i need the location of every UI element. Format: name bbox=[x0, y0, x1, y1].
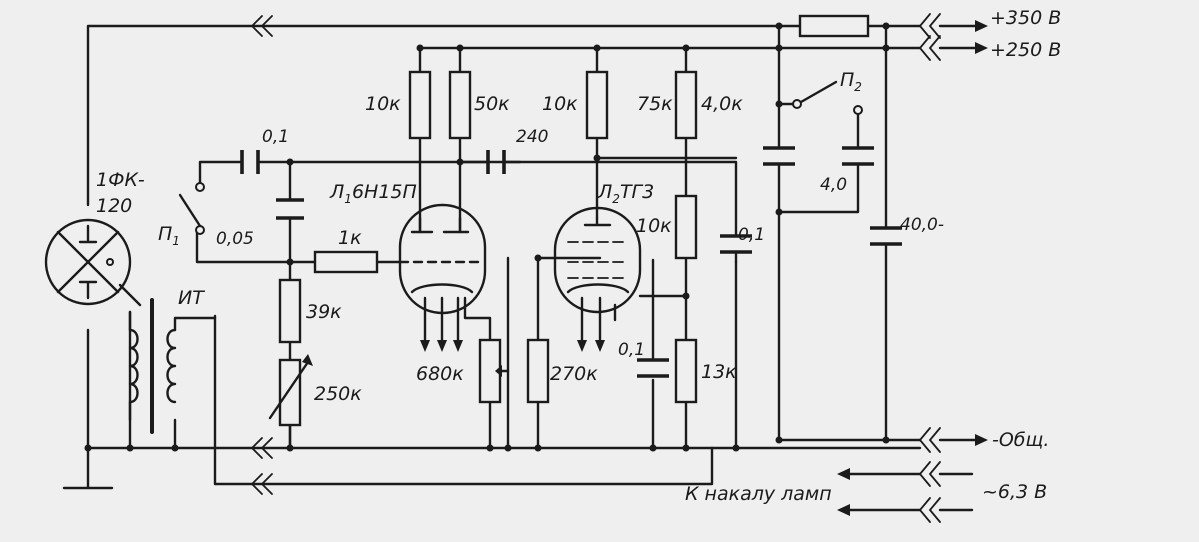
photocell-1fk120 bbox=[44, 218, 132, 306]
label-heater: К накалу ламп bbox=[685, 483, 832, 505]
capacitors bbox=[240, 146, 902, 378]
resistor-10k-c bbox=[674, 194, 698, 260]
label-350v: +350 В bbox=[990, 7, 1061, 29]
junctions bbox=[84, 22, 890, 452]
connector-common bbox=[777, 427, 988, 453]
label-c-01-screen: 0,1 bbox=[618, 340, 645, 360]
capacitor-005 bbox=[276, 198, 304, 220]
label-r-10k-c: 10к bbox=[636, 215, 672, 237]
capacitor-filter bbox=[763, 146, 795, 166]
connector-250 bbox=[918, 35, 988, 61]
label-photocell-name: 1ФК- bbox=[96, 169, 145, 191]
capacitor-240 bbox=[486, 150, 506, 174]
resistor-50k bbox=[448, 70, 472, 140]
resistor-75k bbox=[674, 70, 698, 140]
resistor-10k-a bbox=[408, 70, 432, 140]
wiring bbox=[62, 24, 922, 490]
label-c-01-coupling: 0,1 bbox=[738, 225, 765, 245]
capacitor-4 bbox=[842, 146, 874, 166]
resistor-13k bbox=[674, 338, 698, 404]
label-r-39k: 39к bbox=[306, 301, 342, 323]
resistor-250k-variable bbox=[278, 358, 302, 427]
label-tube1: Л16Н15П bbox=[329, 181, 417, 206]
connector-heater-a bbox=[837, 461, 974, 487]
resistor-270k bbox=[526, 338, 550, 404]
label-c-4: 4,0 bbox=[820, 175, 847, 195]
resistor-39k bbox=[278, 278, 302, 344]
label-switch2: П2 bbox=[840, 69, 862, 94]
label-r-50k: 50к bbox=[474, 93, 510, 115]
connectors bbox=[250, 13, 988, 523]
label-c-005: 0,05 bbox=[216, 229, 254, 249]
capacitor-40 bbox=[870, 226, 902, 246]
label-r-40k: 4,0к bbox=[701, 93, 743, 115]
label-250v: +250 В bbox=[990, 39, 1061, 61]
label-tube2: Л2ТГ3 bbox=[597, 181, 654, 206]
label-r-270k: 270к bbox=[550, 363, 598, 385]
label-c-40: 40,0- bbox=[900, 215, 944, 235]
switch-p1 bbox=[178, 182, 205, 235]
tube-l1 bbox=[398, 203, 487, 352]
capacitor-01-screen bbox=[637, 358, 669, 378]
label-common: -Общ. bbox=[992, 429, 1049, 451]
label-c-01-input: 0,1 bbox=[262, 127, 289, 147]
resistor-350-dropper bbox=[798, 14, 870, 38]
label-switch1: П1 bbox=[158, 223, 180, 248]
resistor-10k-b bbox=[585, 70, 609, 140]
resistor-1k bbox=[313, 250, 379, 274]
label-heater-voltage: ~6,3 В bbox=[982, 481, 1047, 503]
label-c-240: 240 bbox=[516, 127, 548, 147]
capacitor-01-input bbox=[240, 150, 260, 174]
label-photocell-num: 120 bbox=[96, 195, 132, 217]
labels: +350 В +250 В -Общ. К накалу ламп ~6,3 В… bbox=[96, 7, 1061, 505]
label-r-10k-b: 10к bbox=[542, 93, 578, 115]
label-r-10k-a: 10к bbox=[365, 93, 401, 115]
label-r-75k: 75к bbox=[637, 93, 673, 115]
resistors bbox=[268, 14, 870, 427]
label-r-250k: 250к bbox=[314, 383, 362, 405]
label-r-1k: 1к bbox=[338, 227, 362, 249]
input-transformer bbox=[118, 283, 177, 434]
connector-350 bbox=[918, 13, 988, 39]
label-transformer: ИТ bbox=[178, 287, 205, 309]
label-r-680k: 680к bbox=[416, 363, 464, 385]
label-r-13k: 13к bbox=[701, 361, 737, 383]
connector-heater-b bbox=[837, 497, 974, 523]
tube-l2 bbox=[553, 206, 642, 352]
